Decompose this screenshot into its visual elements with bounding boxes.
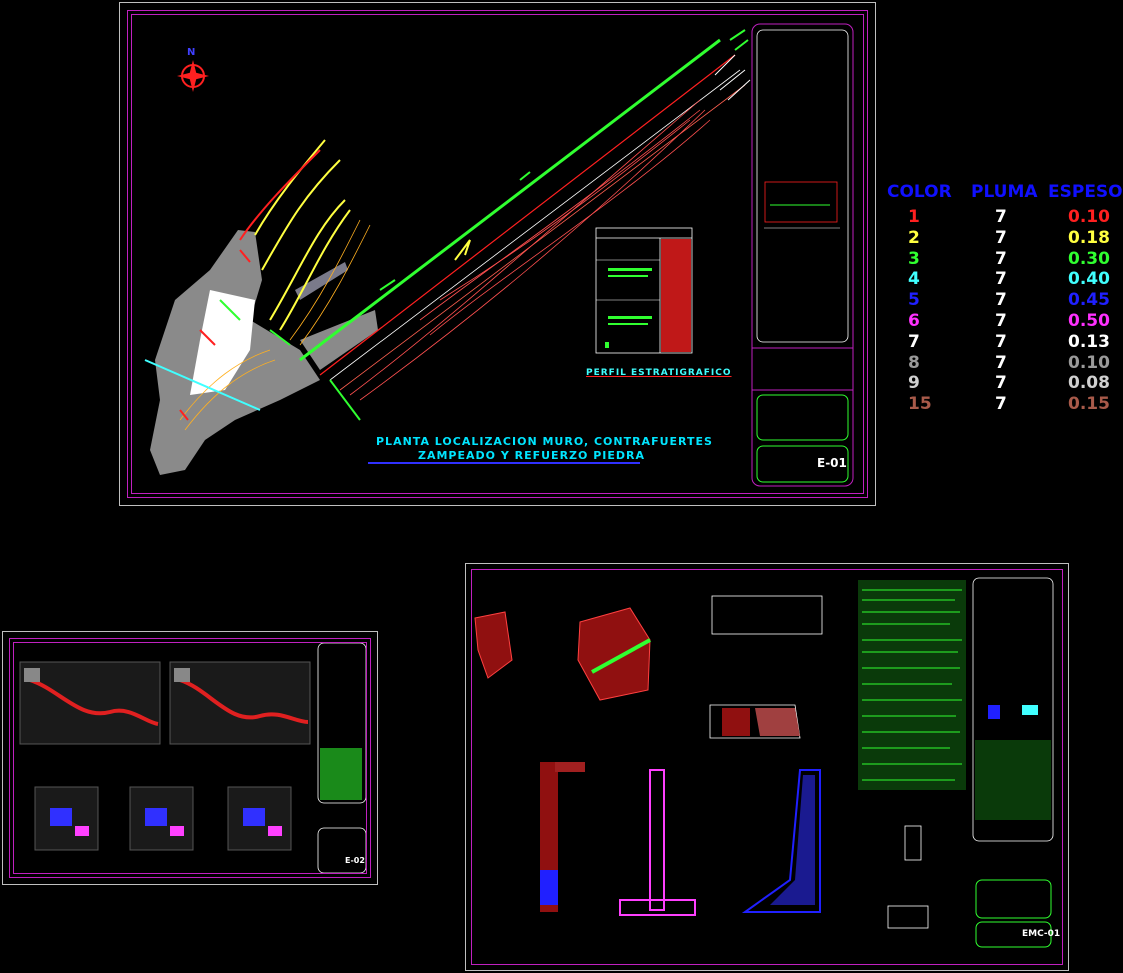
sheet-details-border bbox=[471, 569, 1063, 965]
legend-thickness-8: 0.10 bbox=[1068, 353, 1110, 373]
sheet2-drawings bbox=[19, 642, 367, 874]
legend-color-2: 2 bbox=[908, 228, 920, 248]
legend-thickness-3: 0.30 bbox=[1068, 249, 1110, 269]
legend-thickness-5: 0.45 bbox=[1068, 290, 1110, 310]
legend-thickness-4: 0.40 bbox=[1068, 269, 1110, 289]
legend-pen-9: 7 bbox=[995, 373, 1007, 393]
legend-pen-3: 7 bbox=[995, 249, 1007, 269]
legend-header-pen: PLUMA bbox=[971, 182, 1038, 202]
legend-pen-8: 7 bbox=[995, 353, 1007, 373]
sheet3-code: EMC-01 bbox=[1022, 929, 1061, 939]
legend-thickness-1: 0.10 bbox=[1068, 207, 1110, 227]
legend-color-9: 9 bbox=[908, 373, 920, 393]
legend-color-6: 6 bbox=[908, 311, 920, 331]
legend-thickness-9: 0.08 bbox=[1068, 373, 1110, 393]
legend-pen-6: 7 bbox=[995, 311, 1007, 331]
legend-thickness-2: 0.18 bbox=[1068, 228, 1110, 248]
plan-title-underline bbox=[368, 462, 640, 464]
sheet-sections-border bbox=[9, 638, 371, 878]
legend-thickness-6: 0.50 bbox=[1068, 311, 1110, 331]
legend-header-thickness: ESPESOR bbox=[1048, 182, 1123, 202]
plan-title-line1: PLANTA LOCALIZACION MURO, CONTRAFUERTES bbox=[376, 435, 713, 448]
legend-pen-5: 7 bbox=[995, 290, 1007, 310]
legend-pen-15: 7 bbox=[995, 394, 1007, 414]
legend-color-4: 4 bbox=[908, 269, 920, 289]
stratigraphic-profile bbox=[595, 227, 693, 354]
sheet-sections-inner-border bbox=[13, 642, 367, 874]
legend-color-7: 7 bbox=[908, 332, 920, 352]
legend-color-5: 5 bbox=[908, 290, 920, 310]
sheet-details-emc01[interactable] bbox=[465, 563, 1069, 971]
legend-thickness-7: 0.13 bbox=[1068, 332, 1110, 352]
legend-pen-1: 7 bbox=[995, 207, 1007, 227]
legend-color-15: 15 bbox=[908, 394, 932, 414]
sheet3-drawings bbox=[474, 577, 1054, 948]
legend-color-3: 3 bbox=[908, 249, 920, 269]
north-label: N bbox=[187, 47, 196, 58]
legend-color-1: 1 bbox=[908, 207, 920, 227]
legend-color-8: 8 bbox=[908, 353, 920, 373]
profile-title: PERFIL ESTRATIGRAFICO bbox=[586, 368, 732, 378]
legend-thickness-15: 0.15 bbox=[1068, 394, 1110, 414]
sheet1-title-block bbox=[751, 23, 854, 487]
north-arrow-icon bbox=[177, 60, 209, 92]
sheet-sections-e02[interactable] bbox=[2, 631, 378, 885]
sheet-plan-e01[interactable] bbox=[119, 2, 876, 506]
sheet1-code: E-01 bbox=[817, 456, 847, 470]
sheet-plan-border bbox=[127, 10, 868, 498]
sheet2-code: E-02 bbox=[345, 856, 365, 865]
sheet-plan-inner-border bbox=[131, 14, 864, 494]
legend-pen-7: 7 bbox=[995, 332, 1007, 352]
plan-title-line2: ZAMPEADO Y REFUERZO PIEDRA bbox=[418, 449, 645, 462]
legend-pen-2: 7 bbox=[995, 228, 1007, 248]
legend-pen-4: 7 bbox=[995, 269, 1007, 289]
legend-header-color: COLOR bbox=[887, 182, 952, 202]
